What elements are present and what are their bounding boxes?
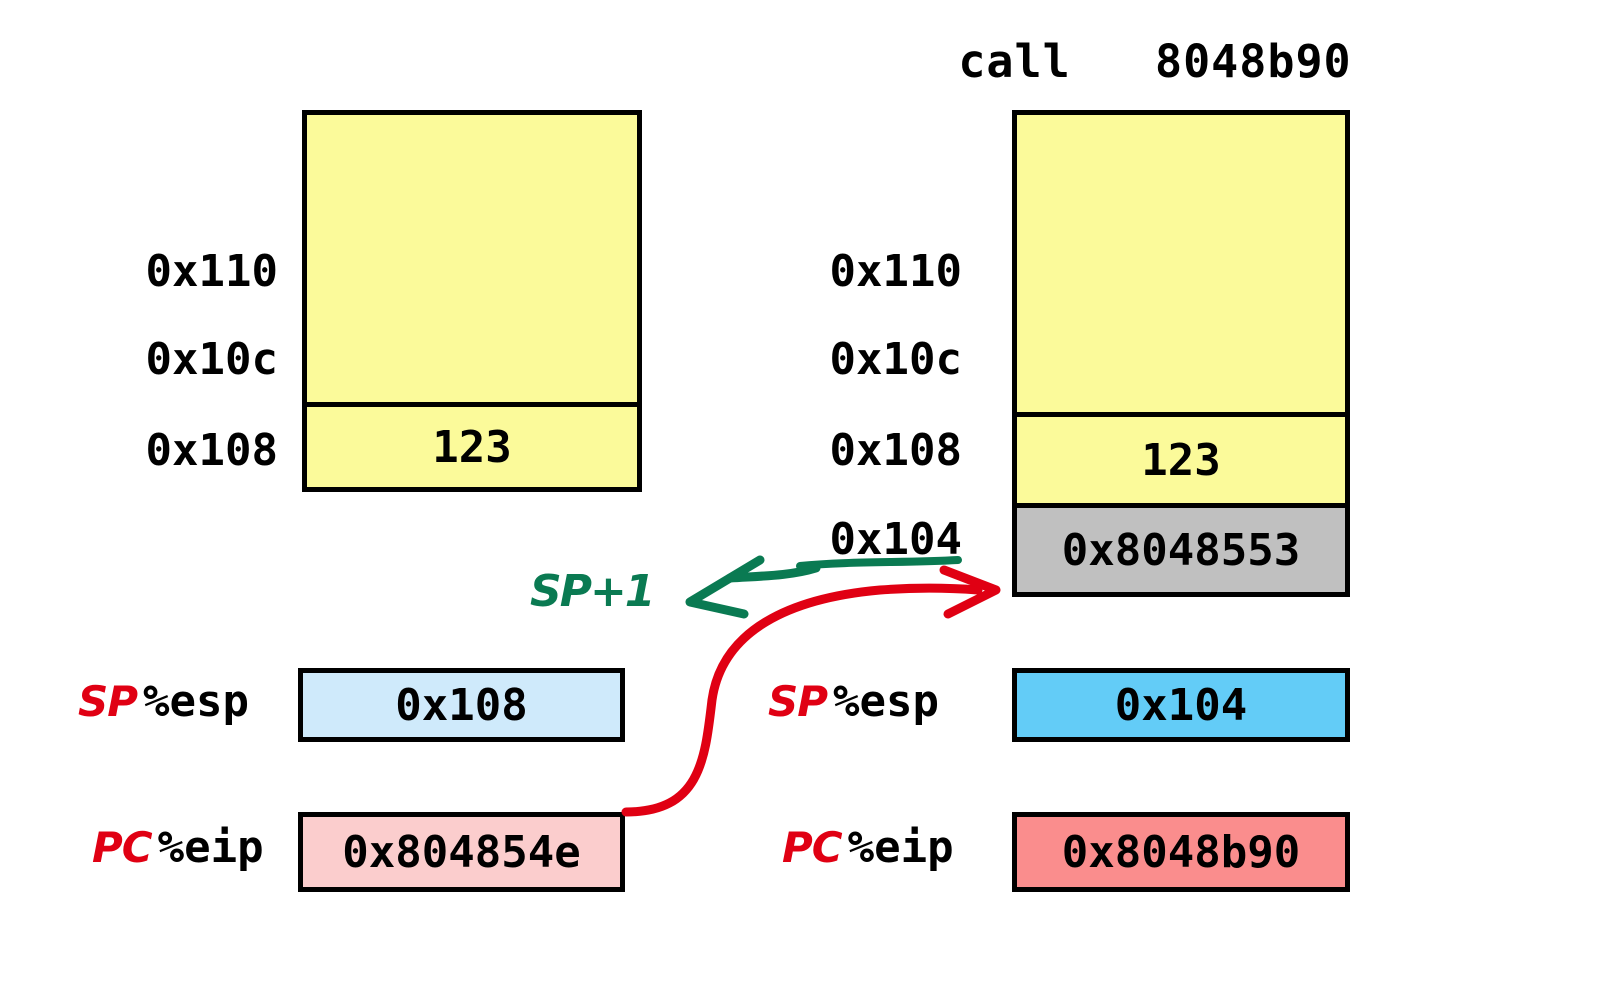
saved-return-address-arrowhead-icon xyxy=(939,565,1001,619)
eip-after-label: PC %eip xyxy=(782,822,954,873)
eip-after-value-box: 0x8048b90 xyxy=(1012,812,1350,892)
stack-before: 123 xyxy=(302,110,642,492)
stack-after-cell-0x108-value: 123 xyxy=(1141,434,1221,486)
eip-before-value-box: 0x804854e xyxy=(298,812,625,892)
esp-before-hand-annotation: SP xyxy=(78,677,138,726)
page-title: call 8048b90 xyxy=(958,35,1352,88)
esp-before-label-text: %esp xyxy=(143,676,249,727)
esp-before-value: 0x108 xyxy=(395,679,528,731)
stack-after: 123 0x8048553 xyxy=(1012,110,1350,597)
sp-plus-one-annotation-label: SP+1 xyxy=(530,566,655,617)
stack-before-free-region xyxy=(307,115,637,402)
stack-after-cell-0x104-value: 0x8048553 xyxy=(1061,524,1301,576)
stack-after-address-0x108: 0x108 xyxy=(829,425,962,476)
sp-plus-one-arrow-icon xyxy=(725,563,821,583)
esp-after-label: SP %esp xyxy=(768,676,939,727)
esp-after-hand-annotation: SP xyxy=(768,677,828,726)
eip-before-hand-annotation: PC xyxy=(92,823,153,872)
esp-before-label: SP %esp xyxy=(78,676,249,727)
eip-before-label-text: %eip xyxy=(157,822,264,873)
eip-after-value: 0x8048b90 xyxy=(1061,826,1301,878)
stack-after-cell-0x104: 0x8048553 xyxy=(1017,503,1345,592)
stack-before-cell-0x108: 123 xyxy=(307,402,637,487)
stack-before-address-0x110: 0x110 xyxy=(145,246,278,297)
stack-before-address-0x108: 0x108 xyxy=(145,425,278,476)
eip-before-label: PC %eip xyxy=(92,822,264,873)
stack-after-address-0x110: 0x110 xyxy=(829,246,962,297)
stack-after-free-region xyxy=(1017,115,1345,412)
esp-after-label-text: %esp xyxy=(833,676,939,727)
stack-after-address-0x10c: 0x10c xyxy=(829,334,962,385)
eip-after-label-text: %eip xyxy=(847,822,954,873)
esp-before-value-box: 0x108 xyxy=(298,668,625,742)
eip-after-hand-annotation: PC xyxy=(782,823,843,872)
eip-before-value: 0x804854e xyxy=(342,826,581,878)
stack-before-address-0x10c: 0x10c xyxy=(145,334,278,385)
sp-plus-one-arrowhead-icon xyxy=(685,555,765,619)
esp-after-value-box: 0x104 xyxy=(1012,668,1350,742)
stack-before-cell-0x108-value: 123 xyxy=(432,421,512,473)
stack-after-address-0x104: 0x104 xyxy=(829,514,962,565)
esp-after-value: 0x104 xyxy=(1114,679,1248,731)
stack-after-cell-0x108: 123 xyxy=(1017,412,1345,503)
